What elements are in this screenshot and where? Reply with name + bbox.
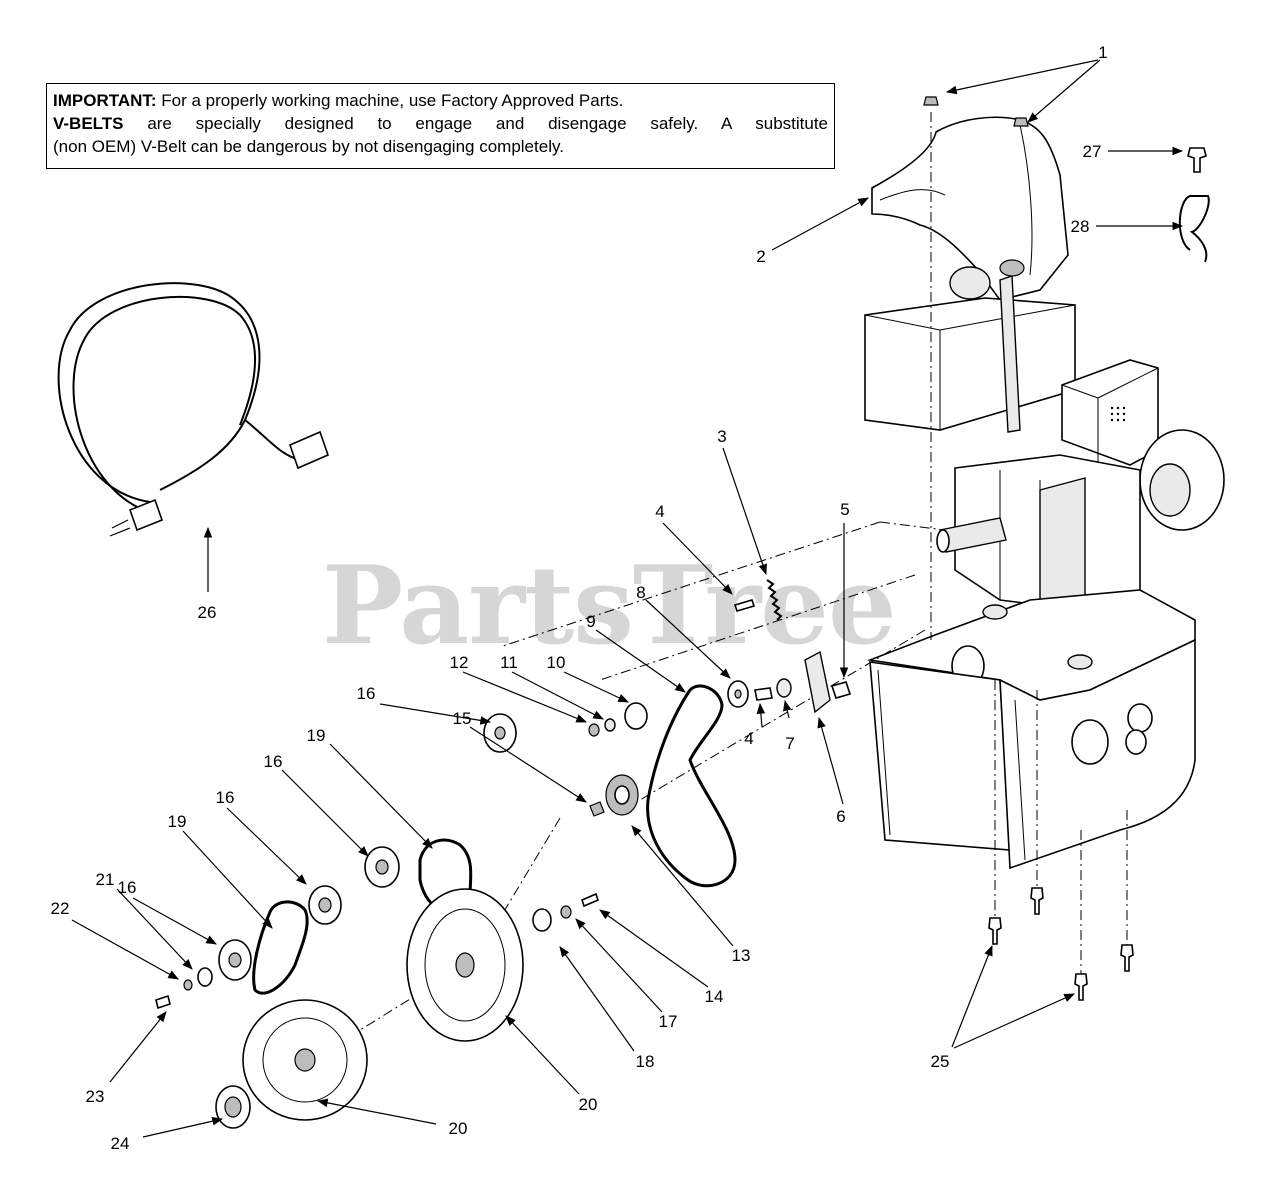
belt-drive-parts	[155, 579, 852, 1129]
callout-27: 27	[1083, 142, 1102, 161]
callout-28: 28	[1071, 217, 1090, 236]
callout-18: 18	[636, 1052, 655, 1071]
callout-9: 9	[586, 612, 595, 631]
callout-11: 11	[500, 653, 518, 672]
callout-3: 3	[717, 427, 726, 446]
callout-5: 5	[840, 500, 849, 519]
callout-20: 20	[449, 1119, 468, 1138]
leader-lines	[71, 59, 1184, 1138]
callout-6: 6	[836, 807, 845, 826]
callout-15: 15	[453, 709, 472, 728]
callout-16: 16	[216, 788, 235, 807]
notice-line-1: IMPORTANT: For a properly working machin…	[53, 89, 828, 112]
vbelts-label: V-BELTS	[53, 114, 124, 133]
callout-numbers: 1 2 3 4 4 5 6 7 8 9 10 11 12 13 14 15 16…	[51, 43, 1108, 1153]
important-notice: IMPORTANT: For a properly working machin…	[46, 83, 835, 169]
callout-22: 22	[51, 899, 70, 918]
power-cord	[57, 282, 329, 537]
important-label: IMPORTANT:	[53, 91, 157, 110]
notice-line-3: (non OEM) V-Belt can be dangerous by not…	[53, 135, 828, 158]
vbelts-text-2: (non OEM) V-Belt can be dangerous by not…	[53, 137, 564, 156]
callout-16: 16	[357, 684, 376, 703]
alignment-lines	[319, 112, 1128, 1056]
callout-12: 12	[450, 653, 469, 672]
callout-1: 1	[1098, 43, 1107, 62]
vbelts-text: are specially designed to engage and dis…	[123, 114, 828, 133]
callout-10: 10	[547, 653, 566, 672]
callout-20: 20	[579, 1095, 598, 1114]
watermark: PartsTree	[322, 543, 896, 669]
callout-14: 14	[705, 987, 724, 1006]
callout-8: 8	[636, 583, 645, 602]
callout-16: 16	[118, 878, 137, 897]
callout-4: 4	[744, 729, 753, 748]
callout-4: 4	[655, 502, 664, 521]
callout-19: 19	[307, 726, 326, 745]
callout-24: 24	[111, 1134, 130, 1153]
callout-13: 13	[732, 946, 751, 965]
callout-23: 23	[86, 1087, 105, 1106]
callout-19: 19	[168, 812, 187, 831]
callout-21: 21	[96, 870, 115, 889]
callout-25: 25	[931, 1052, 950, 1071]
important-text: For a properly working machine, use Fact…	[156, 91, 624, 110]
callout-7: 7	[785, 734, 794, 753]
notice-line-2: V-BELTS are specially designed to engage…	[53, 112, 828, 135]
callout-26: 26	[198, 603, 217, 622]
callout-16: 16	[264, 752, 283, 771]
callout-17: 17	[659, 1012, 678, 1031]
engine-assembly	[864, 116, 1225, 870]
callout-2: 2	[756, 247, 765, 266]
